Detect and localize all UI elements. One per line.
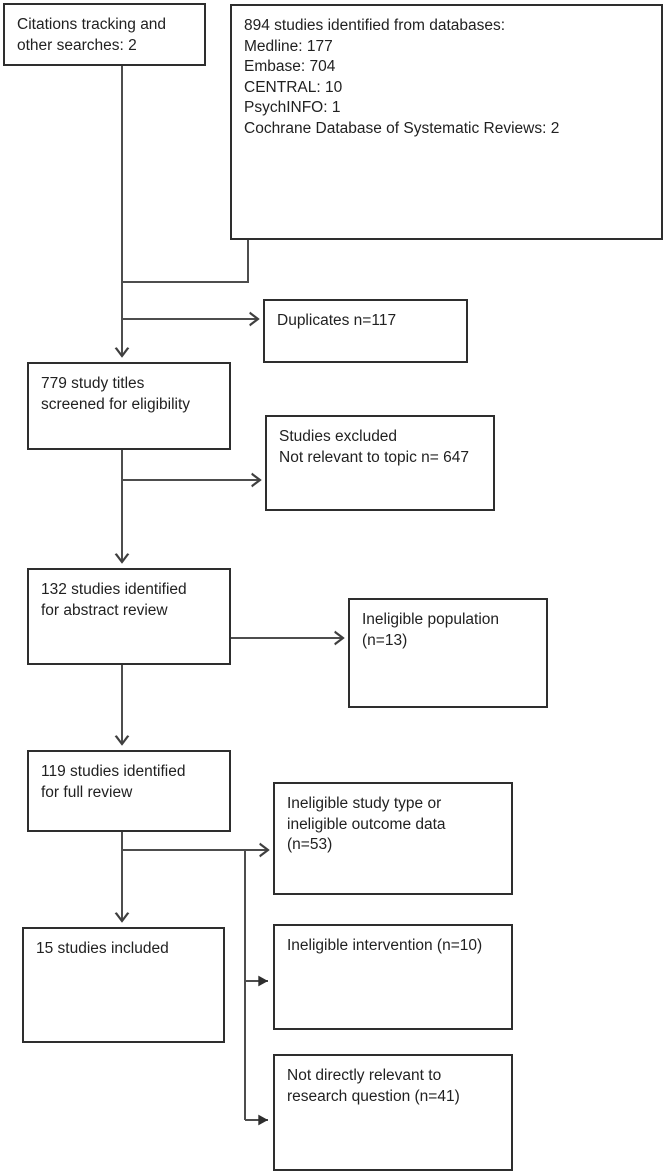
text-line: 119 studies identified [41,763,186,780]
text-line: Cochrane Database of Systematic Reviews:… [244,119,560,137]
box-citations-tracking: Citations tracking and other searches: 2 [3,3,206,66]
text-line: for abstract review [41,601,168,619]
text-line: Not directly relevant to [287,1067,442,1084]
text-line: research question (n=41) [287,1087,460,1105]
box-not-directly-relevant: Not directly relevant to research questi… [273,1054,513,1171]
box-ineligible-study-type: Ineligible study type or ineligible outc… [273,782,513,895]
text-line: Not relevant to topic n= 647 [279,448,469,466]
text-line: Citations tracking and [17,16,167,33]
text-line: (n=53) [287,836,333,853]
text-line: (n=13) [362,631,408,649]
box-ineligible-intervention: Ineligible intervention (n=10) [273,924,513,1030]
box-titles-screened: 779 study titles screened for eligibilit… [27,362,231,450]
box-databases-identified: 894 studies identified from databases: M… [230,4,663,240]
text-line: 132 studies identified [41,581,187,598]
text-line: Embase: 704 [244,58,336,75]
text-line: 779 study titles [41,375,145,392]
box-full-review: 119 studies identified for full review [27,750,231,832]
text-line: other searches: 2 [17,36,137,54]
text-line: Ineligible study type or [287,795,442,812]
box-studies-excluded-topic: Studies excluded Not relevant to topic n… [265,415,495,511]
text-line: CENTRAL: 10 [244,78,343,96]
text-line: for full review [41,783,133,801]
text-line: 15 studies included [36,940,169,957]
text-line: 894 studies identified from databases: [244,17,506,34]
box-abstract-review: 132 studies identified for abstract revi… [27,568,231,665]
box-studies-included: 15 studies included [22,927,225,1043]
text-line: Studies excluded [279,428,398,445]
text-line: screened for eligibility [41,395,191,413]
connector-databases-elbow [121,240,249,283]
text-line: PsychINFO: 1 [244,99,341,116]
text-line: Medline: 177 [244,37,333,55]
text-line: ineligible outcome data [287,815,446,833]
box-ineligible-population: Ineligible population (n=13) [348,598,548,708]
text-line: Duplicates n=117 [277,312,397,329]
box-duplicates: Duplicates n=117 [263,299,468,363]
text-line: Ineligible population [362,611,500,628]
text-line: Ineligible intervention (n=10) [287,937,483,954]
